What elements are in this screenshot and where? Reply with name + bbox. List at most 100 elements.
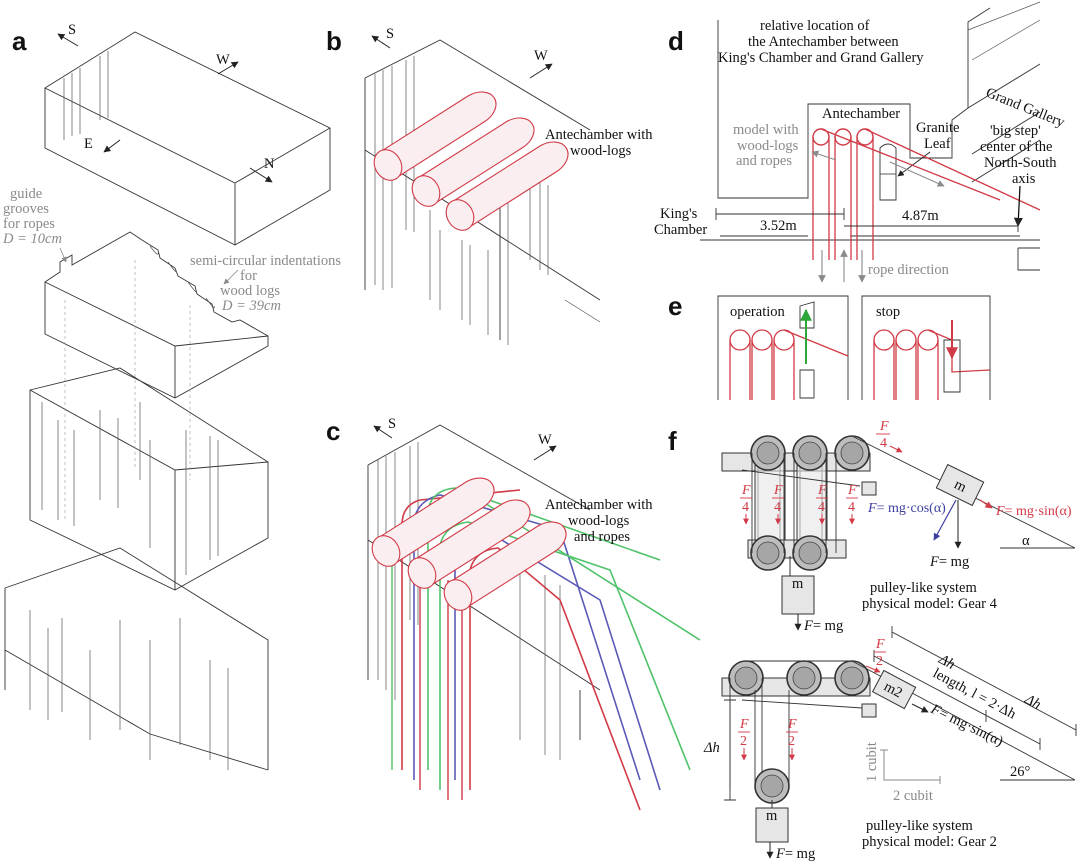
svg-text:F: F (875, 637, 885, 652)
gear4-system: m F= mg m α F 4 F 4 F (721, 419, 1076, 634)
panel-a: a S W E N (2, 22, 341, 771)
big-step-4: axis (1012, 171, 1036, 187)
caption-b-line2: wood-logs (570, 143, 632, 159)
caption-c-line3: and ropes (574, 529, 630, 545)
svg-text:F: F (817, 483, 827, 498)
model-logs-ropes (812, 128, 1041, 260)
dist-1: 3.52m (760, 218, 797, 234)
floor-plate (44, 231, 269, 399)
label-s: S (386, 26, 394, 42)
gear2-system: m F= mg m2 F= mg·sin(α) Δh length, l = 2… (703, 626, 1077, 861)
svg-text:for ropes: for ropes (3, 216, 55, 232)
guide-grooves-label: guide grooves for ropes D = 10cm (2, 186, 67, 263)
caption-c-line2: wood-logs (568, 513, 630, 529)
label-w: W (534, 48, 548, 64)
panel-label-e: e (668, 291, 682, 321)
svg-text:F: F (847, 483, 857, 498)
ceiling-block (44, 31, 331, 246)
model-label-1: model with (733, 122, 799, 138)
svg-text:wood logs: wood logs (220, 283, 280, 299)
panel-label-f: f (668, 426, 677, 456)
svg-text:D = 10cm: D = 10cm (2, 231, 62, 247)
svg-text:F: F (879, 419, 889, 434)
panel-b: b S W Antechamber with wood-logs (326, 26, 653, 345)
model-label-2: wood-logs (737, 138, 799, 154)
label-e: E (84, 136, 93, 152)
scale-bar: 1 cubit 2 cubit (864, 742, 941, 804)
arrow-s (371, 35, 391, 49)
svg-text:4: 4 (880, 436, 887, 451)
gear2-forces: F 2 F 2 F 2 (738, 637, 886, 761)
rope-direction-label: rope direction (868, 262, 950, 278)
svg-text:2: 2 (740, 734, 747, 749)
big-step-2: center of the (980, 139, 1052, 155)
granite-leaf (879, 143, 931, 201)
svg-text:2: 2 (788, 734, 795, 749)
mass-label: m (766, 808, 778, 824)
panel-label-a: a (12, 26, 27, 56)
gear2-caption-1: pulley-like system (866, 818, 973, 834)
panel-e: e operation stop (668, 291, 991, 400)
kings-chamber-1: King's (660, 206, 698, 222)
svg-text:F: F (739, 717, 749, 732)
stop-label: stop (876, 304, 900, 320)
dh-label-right: Δh (1021, 691, 1043, 713)
arrow-grey (889, 161, 945, 187)
dimension-lines (715, 208, 1019, 232)
svg-text:F: F (773, 483, 783, 498)
stop-view: stop (861, 295, 991, 400)
dh-label-top: Δh (935, 651, 957, 673)
big-step-arrow (1013, 185, 1023, 227)
label-w: W (216, 52, 230, 68)
arrow-s (373, 425, 393, 439)
gear4-fmg-bottom: F= mg (803, 618, 843, 634)
panel-f: f m F= mg m (668, 419, 1077, 861)
caption-b-line1: Antechamber with (545, 127, 653, 143)
label-s: S (68, 22, 76, 38)
chamber-outline (700, 1, 1041, 271)
panel-label-b: b (326, 26, 342, 56)
big-step-3: North-South (984, 155, 1057, 171)
svg-text:F: F (741, 483, 751, 498)
title-line1: relative location of (760, 18, 870, 34)
dh-label-left: Δh (703, 740, 720, 756)
svg-text:4: 4 (774, 500, 781, 515)
title-line3: King's Chamber and Grand Gallery (718, 50, 924, 66)
gear4-caption-1: pulley-like system (870, 580, 977, 596)
fcos-label: F= mg·cos(α) (867, 501, 946, 516)
wood-logs (373, 91, 569, 231)
antechamber-walls (364, 39, 601, 345)
operation-view: operation (717, 295, 849, 400)
svg-text:4: 4 (742, 500, 749, 515)
panel-d: d relative location of the Antechamber b… (654, 1, 1067, 283)
semi-circular-label: semi-circular indentations for wood logs… (190, 253, 341, 314)
svg-text:m2: m2 (881, 679, 905, 702)
svg-text:4: 4 (848, 500, 855, 515)
antechamber-block (29, 260, 269, 591)
arrow-w (529, 63, 553, 79)
wood-logs (371, 477, 567, 611)
antechamber-label: Antechamber (822, 106, 900, 122)
gear4-forces: F 4 F 4 F 4 F 4 F 4 (740, 419, 903, 525)
label-w: W (538, 432, 552, 448)
gear2-caption-2: physical model: Gear 2 (862, 834, 997, 850)
big-step-1: 'big step' (990, 123, 1041, 139)
svg-text:4: 4 (818, 500, 825, 515)
label-n: N (264, 156, 275, 172)
lower-wall (4, 547, 269, 771)
granite-leaf-label-2: Leaf (924, 136, 951, 152)
svg-text:for: for (240, 268, 257, 284)
model-label-3: and ropes (736, 153, 792, 169)
svg-text:2: 2 (876, 654, 883, 669)
cubit1-label: 1 cubit (864, 742, 880, 782)
svg-text:grooves: grooves (3, 201, 49, 217)
gear4-caption-2: physical model: Gear 4 (862, 596, 998, 612)
svg-text:guide: guide (10, 186, 42, 202)
arrow-e (103, 139, 121, 153)
rope-direction-arrows (818, 249, 866, 283)
panel-label-c: c (326, 416, 340, 446)
kings-chamber-2: Chamber (654, 222, 707, 238)
dist-2: 4.87m (902, 208, 939, 224)
caption-c-line1: Antechamber with (545, 497, 653, 513)
